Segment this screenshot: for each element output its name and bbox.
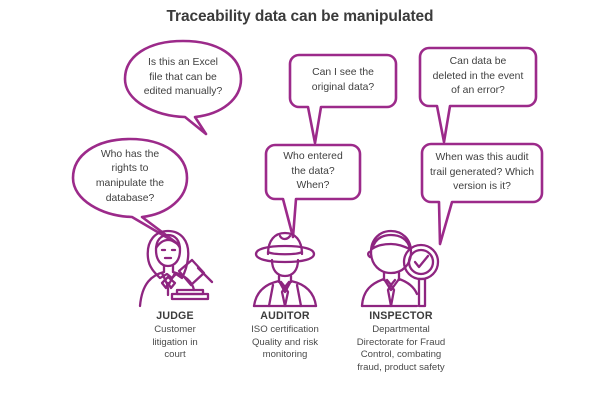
bubble-outline-rect	[418, 46, 538, 144]
speech-bubble-delete-error: Can data be deleted in the event of an e…	[418, 46, 538, 144]
speech-bubble-who-entered: Who entered the data? When?	[264, 143, 362, 239]
bubble-text: When was this audit trail generated? Whi…	[430, 152, 534, 193]
judge-gavel-icon	[138, 229, 214, 308]
speech-bubble-excel-edit: Is this an Excel file that can be edited…	[122, 38, 244, 136]
persona-role-label: AUDITOR	[260, 310, 310, 322]
bubble-outline-rect	[288, 53, 398, 145]
persona-judge: JUDGE Customer litigation in court	[120, 228, 230, 362]
persona-auditor: AUDITOR ISO certification Quality and ri…	[230, 228, 340, 362]
speech-bubble-original-data: Can I see the original data?	[288, 53, 398, 145]
bubble-text: Can I see the original data?	[311, 67, 375, 93]
bubble-text: Is this an Excel file that can be edited…	[143, 57, 223, 98]
bubble-outline-rect	[420, 142, 544, 246]
persona-description: ISO certification Quality and risk monit…	[251, 324, 319, 361]
auditor-detective-icon	[252, 231, 318, 308]
speech-bubble-audit-trail: When was this audit trail generated? Whi…	[420, 142, 544, 246]
bubble-text: Who has the rights to manipulate the dat…	[95, 148, 165, 204]
bubble-outline-rect	[264, 143, 362, 239]
bubble-text: Can data be deleted in the event of an e…	[432, 56, 524, 97]
persona-description: Departmental Directorate for Fraud Contr…	[356, 324, 446, 373]
page-title: Traceability data can be manipulated	[166, 8, 434, 25]
persona-role-label: JUDGE	[156, 310, 194, 322]
inspector-magnifier-icon	[360, 229, 440, 308]
bubble-text: Who entered the data? When?	[283, 151, 343, 192]
persona-role-label: INSPECTOR	[369, 310, 433, 322]
bubble-outline-oval	[123, 39, 243, 136]
bubble-outline-oval	[71, 137, 189, 246]
persona-inspector: INSPECTOR Departmental Directorate for F…	[340, 228, 462, 374]
persona-description: Customer litigation in court	[152, 324, 198, 361]
speech-bubble-rights-manipulate: Who has the rights to manipulate the dat…	[70, 136, 190, 246]
